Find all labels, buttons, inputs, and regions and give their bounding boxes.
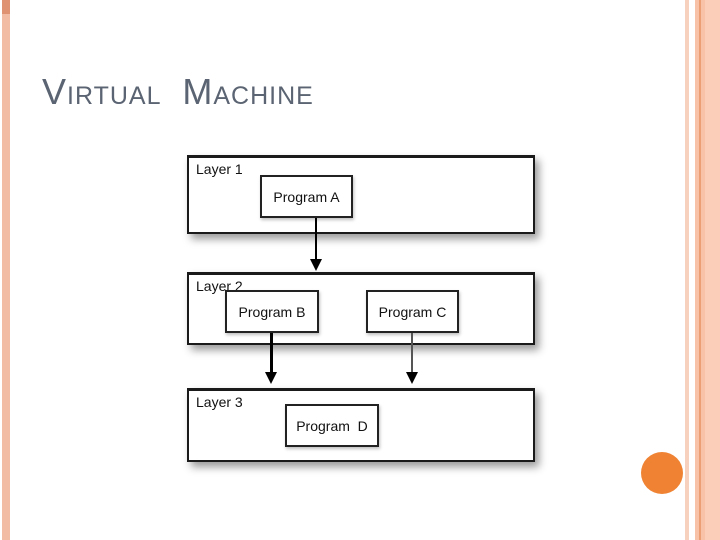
down-arrowhead-icon — [406, 372, 418, 384]
program-b-label: Program B — [238, 303, 306, 320]
layer-3-label: Layer 3 — [196, 394, 243, 410]
right-edge-stripe — [695, 0, 699, 540]
down-arrowhead-icon — [310, 259, 322, 271]
layer-1-label: Layer 1 — [196, 161, 243, 177]
down-arrowhead-icon — [265, 372, 277, 384]
right-edge-stripe — [685, 0, 689, 540]
title-word-rest: ACHINE — [213, 82, 314, 110]
program-c-label: Program C — [378, 303, 447, 320]
program-d-box: Program D — [285, 404, 379, 447]
right-edge-stripe — [705, 0, 720, 540]
layer-1-box: Layer 1 — [187, 155, 535, 234]
right-edge-stripe — [699, 0, 701, 540]
page-title: VIRTUAL MACHINE — [42, 74, 314, 110]
accent-circle — [641, 452, 683, 494]
program-a-label: Program A — [273, 188, 340, 205]
connector-program-a-to-layer-2 — [315, 218, 317, 261]
program-c-box: Program C — [366, 290, 459, 333]
left-edge-stripe — [2, 0, 10, 540]
program-d-label: Program D — [296, 417, 368, 434]
title-word-rest: IRTUAL — [67, 82, 162, 110]
title-word-initial: V — [42, 71, 68, 112]
title-word: MACHINE — [182, 74, 313, 110]
title-word-initial: M — [182, 71, 214, 112]
title-word: VIRTUAL — [42, 74, 161, 110]
left-stripe-accent-square — [2, 0, 10, 14]
connector-program-b-to-layer-3 — [270, 333, 273, 374]
program-a-box: Program A — [260, 175, 353, 218]
program-b-box: Program B — [225, 290, 319, 333]
right-edge-stripe — [701, 0, 705, 540]
connector-program-c-to-layer-3 — [411, 333, 413, 374]
